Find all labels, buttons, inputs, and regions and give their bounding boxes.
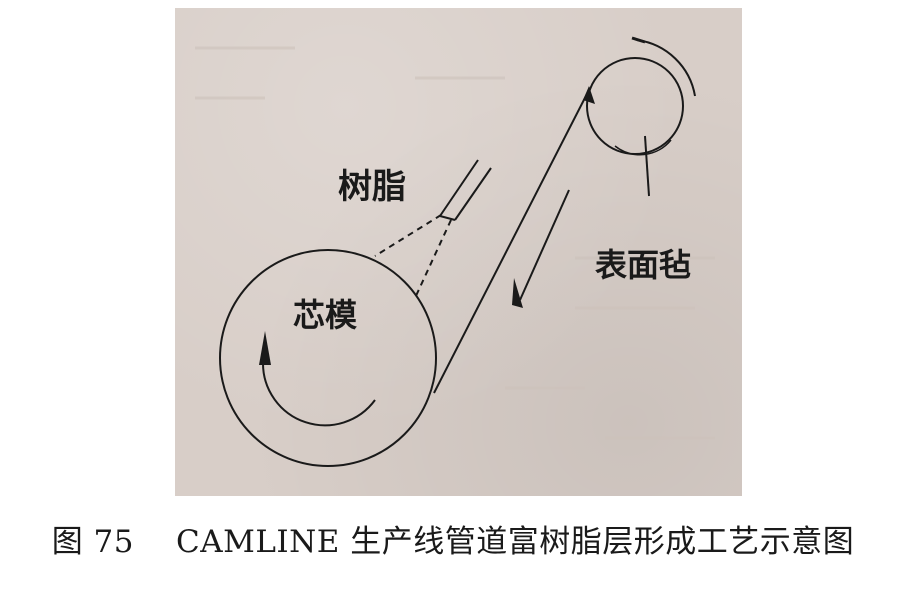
background-bleed	[195, 46, 715, 440]
label-surface-felt: 表面毡	[595, 246, 691, 284]
resin-nozzle	[439, 159, 492, 221]
diagram-photo: 树脂 芯模 表面毡	[175, 8, 742, 496]
resin-spray	[374, 214, 452, 299]
felt-direction-arrow	[512, 278, 523, 308]
core-mold-circle	[219, 249, 437, 467]
felt-roll-outer-arc	[636, 39, 696, 97]
figure-caption: 图 75 CAMLINE 生产线管道富树脂层形成工艺示意图	[0, 508, 906, 568]
felt-roll-inner-arc	[614, 139, 672, 156]
core-rotation-arc	[261, 362, 376, 427]
felt-top-arrow	[583, 86, 595, 104]
label-core-mold: 芯模	[293, 296, 357, 334]
label-resin: 树脂	[338, 167, 406, 207]
process-diagram: 树脂 芯模 表面毡	[195, 36, 715, 467]
felt-web-line	[433, 87, 591, 394]
core-rotation-arrow	[259, 331, 271, 365]
figure-number: 图 75	[51, 523, 134, 560]
caption-text: CAMLINE 生产线管道富树脂层形成工艺示意图	[176, 523, 855, 560]
felt-roll-circle	[586, 57, 684, 155]
felt-web-line-2	[519, 189, 570, 301]
